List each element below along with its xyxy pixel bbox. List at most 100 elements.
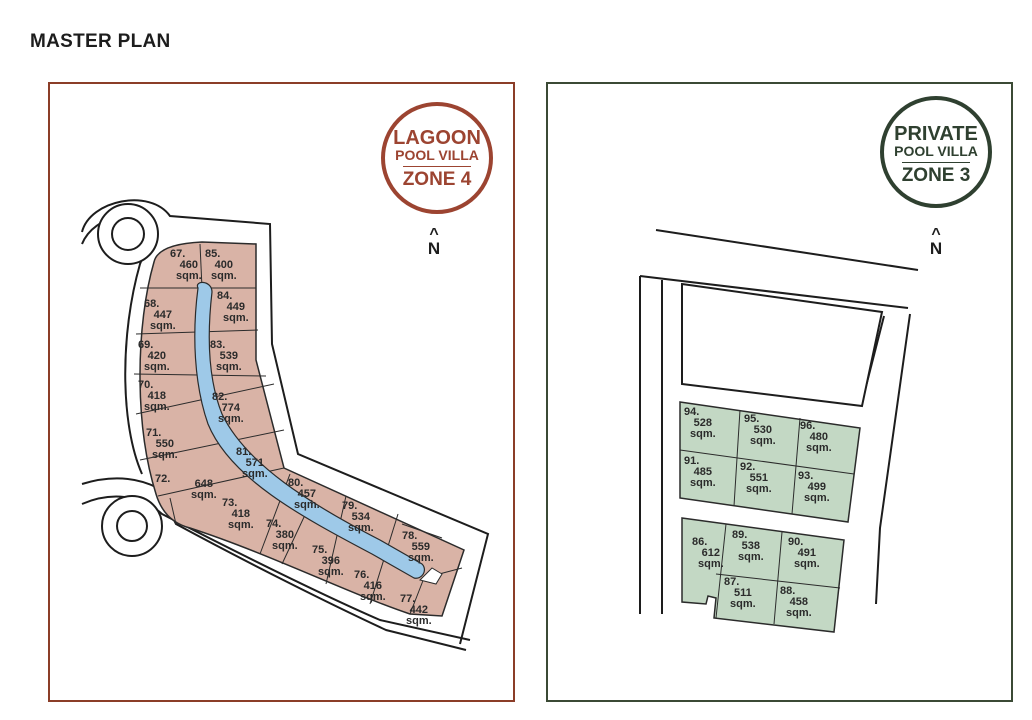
plot-area: sqm. (176, 270, 202, 282)
plot-label: 72. (155, 474, 170, 485)
plot-area: sqm. (294, 499, 320, 511)
plot-area: 534 (351, 511, 371, 523)
zone3-site-map (639, 229, 919, 633)
plot-number: 90. (788, 536, 804, 548)
badge-line1: LAGOON (393, 127, 481, 149)
badge-line3: ZONE 4 (402, 169, 472, 190)
badge-line3: ZONE 3 (901, 165, 971, 186)
plot-area: sqm. (690, 477, 716, 489)
plot-number: 79. (342, 500, 358, 512)
plot-number: 83. (210, 339, 226, 351)
plot-area: 396 (321, 555, 341, 567)
plot-area: 571 (245, 457, 265, 469)
plot-area: 380 (275, 529, 295, 541)
plot-number: 89. (732, 529, 748, 541)
plot-area: sqm. (150, 320, 176, 332)
plot-area: sqm. (223, 312, 249, 324)
zone3-upper-dividers (679, 409, 855, 515)
plot-area: 774 (221, 402, 241, 414)
plot-area: sqm. (408, 552, 434, 564)
plot-area: 511 (733, 587, 752, 599)
zone-badge: LAGOON POOL VILLA ZONE 4 (381, 102, 493, 214)
plot-area: 457 (297, 488, 317, 500)
zone3-road-top (655, 229, 919, 271)
plot-number: 67. (170, 248, 186, 260)
plot-area: 449 (226, 301, 246, 313)
plot-area: 460 (179, 259, 199, 271)
plot-number: 87. (724, 576, 740, 588)
plot-area: sqm. (211, 270, 237, 282)
plot-area: 550 (155, 438, 175, 450)
plot-number: 84. (217, 290, 233, 302)
north-letter: N (929, 239, 943, 258)
plot-area: sqm. (730, 598, 756, 610)
plot-area: sqm. (786, 607, 812, 619)
plot-area: 551 (749, 472, 769, 484)
plot-area: sqm. (318, 566, 344, 578)
zone3-lower-dividers (715, 523, 841, 625)
plot-area: 485 (693, 466, 713, 478)
zone4-road-outer (81, 199, 490, 645)
badge-line1: PRIVATE (894, 123, 978, 145)
north-letter: N (427, 239, 441, 258)
plot-number: 94. (684, 406, 700, 418)
plot-number: 88. (780, 585, 796, 597)
plot-area: sqm. (272, 540, 298, 552)
plot-number: 68. (144, 298, 160, 310)
plot-area: 418 (147, 390, 167, 402)
plot-area: 530 (753, 424, 773, 436)
plot-area: sqm. (152, 449, 178, 461)
plot-area: 612 (701, 547, 721, 559)
plot-number: 80. (288, 477, 304, 489)
plot-number: 95. (744, 413, 760, 425)
badge-line2: POOL VILLA (395, 147, 479, 163)
plot-number: 92. (740, 461, 756, 473)
plot-number: 74. (266, 518, 282, 530)
north-arrow-icon: ^ N (924, 227, 948, 258)
plot-area: 528 (693, 417, 713, 429)
zone4-plot-cluster (139, 241, 465, 617)
plot-area: sqm. (750, 435, 776, 447)
zone4-road-lower (81, 495, 471, 641)
plot-number: 85. (205, 248, 221, 260)
zone4-site-map (81, 199, 490, 651)
plot-number: 81. (236, 446, 252, 458)
plot-area: 416 (363, 580, 383, 592)
plot-area: 400 (214, 259, 234, 271)
plot-area: sqm. (804, 492, 830, 504)
plot-area: 499 (807, 481, 827, 493)
page-title: MASTER PLAN (30, 31, 171, 52)
plot-area: sqm. (216, 361, 242, 373)
plot-area: 420 (147, 350, 167, 362)
plot-area: sqm. (242, 468, 268, 480)
plot-area: sqm. (191, 489, 217, 501)
plot-area: sqm. (806, 442, 832, 454)
plot-number: 73. (222, 497, 238, 509)
zone3-road-right (875, 313, 911, 605)
plot-area: sqm. (690, 428, 716, 440)
plot-area: 442 (409, 604, 429, 616)
plot-number: 71. (146, 427, 162, 439)
plot-area: sqm. (738, 551, 764, 563)
plot-number: 86. (692, 536, 708, 548)
zone4-road-lower-2 (81, 477, 467, 651)
plot-area: sqm. (406, 615, 432, 627)
plot-number: 96. (800, 420, 816, 432)
